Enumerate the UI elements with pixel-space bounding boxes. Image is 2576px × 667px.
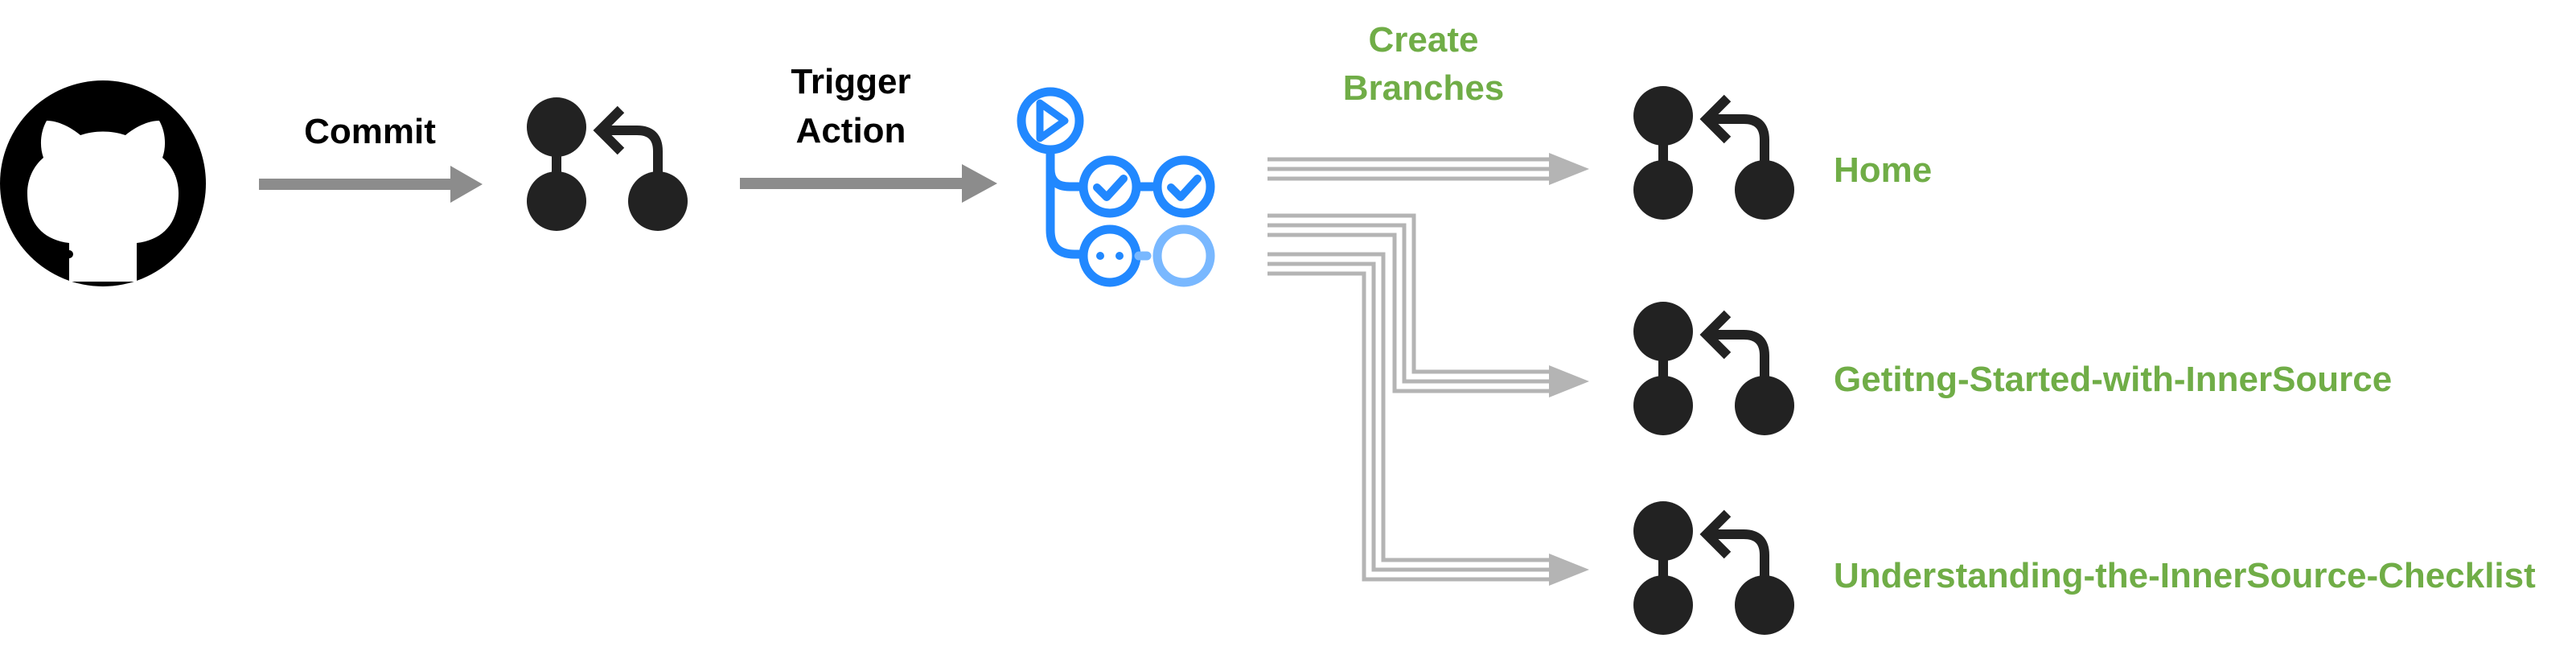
git-pull-request-icon [527,97,688,231]
commit-label: Commit [304,112,436,151]
branch-home-pr-icon [1633,86,1794,220]
branch-home-label: Home [1834,150,1932,190]
branch-checklist-label: Understanding-the-InnerSource-Checklist [1834,556,2536,595]
branch-getting-started-pr-icon [1633,302,1794,435]
branch-arrow-checklist [1267,252,1589,586]
commit-arrow [259,166,483,203]
branch-arrow-home [1267,153,1589,185]
trigger-label-line2: Action [796,111,906,150]
github-actions-workflow-icon [1017,87,1215,287]
github-logo-icon [0,80,206,286]
create-branches-label-line2: Branches [1343,68,1505,108]
create-branches-label-line1: Create [1369,20,1479,60]
branch-checklist-pr-icon [1633,501,1794,635]
trigger-action-arrow [740,164,997,203]
trigger-label-line1: Trigger [791,62,910,101]
branch-getting-started-label: Getitng-Started-with-InnerSource [1834,360,2392,399]
branch-arrow-getting-started [1267,213,1589,397]
